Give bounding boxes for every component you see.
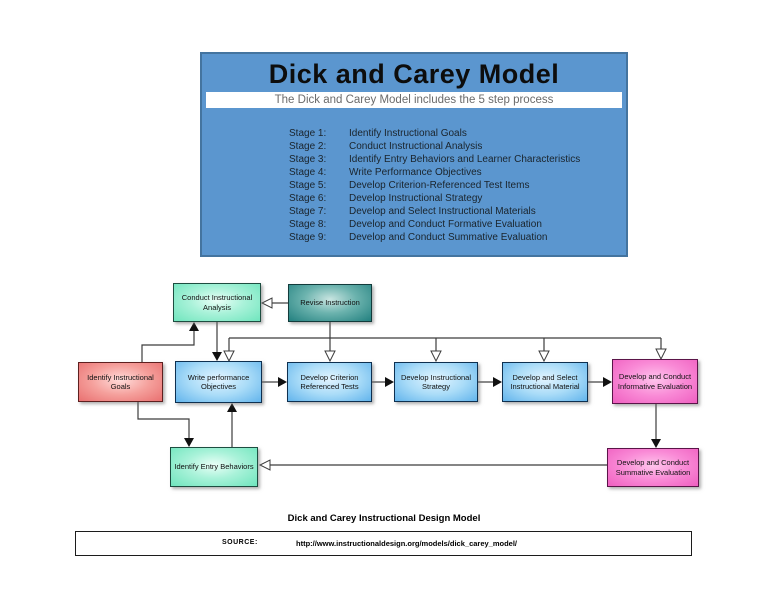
- stage-row: Stage 5:Develop Criterion-Referenced Tes…: [289, 180, 530, 191]
- diagram-caption: Dick and Carey Instructional Design Mode…: [287, 513, 481, 524]
- subtitle-bar: The Dick and Carey Model includes the 5 …: [206, 92, 622, 108]
- node-develop-and-select-instructional-material: Develop and Select Instructional Materia…: [502, 362, 588, 402]
- stage-row: Stage 9:Develop and Conduct Summative Ev…: [289, 232, 548, 243]
- source-url: http://www.instructionaldesign.org/model…: [296, 538, 518, 548]
- node-develop-criterion-referenced-tests: Develop Criterion Referenced Tests: [287, 362, 372, 402]
- stage-row: Stage 6:Develop Instructional Strategy: [289, 193, 483, 204]
- stage-list: Stage 1:Identify Instructional Goals Sta…: [289, 127, 620, 244]
- revise-distribution-line: [229, 322, 661, 339]
- stage-row: Stage 8:Develop and Conduct Formative Ev…: [289, 219, 542, 230]
- stage-row: Stage 4:Write Performance Objectives: [289, 167, 482, 178]
- model-header-panel: Dick and Carey Model The Dick and Carey …: [200, 52, 628, 257]
- node-conduct-instructional-analysis: Conduct Instructional Analysis: [173, 283, 261, 322]
- subtitle-text: The Dick and Carey Model includes the 5 …: [274, 94, 554, 106]
- arrow-criterion-to-strategy: [372, 377, 394, 387]
- arrow-revise-to-objectives: [223, 338, 235, 363]
- arrow-revise-to-informative: [655, 338, 667, 361]
- node-develop-and-conduct-informative-evaluation: Develop and Conduct Informative Evaluati…: [612, 359, 698, 404]
- stage-row: Stage 2:Conduct Instructional Analysis: [289, 141, 483, 152]
- node-write-performance-objectives: Write performance Objectives: [175, 361, 262, 403]
- arrow-goals-to-entry: [137, 402, 194, 447]
- arrow-strategy-to-select: [478, 377, 502, 387]
- node-develop-instructional-strategy: Develop Instructional Strategy: [394, 362, 478, 402]
- arrow-entry-to-objectives: [227, 403, 237, 448]
- arrow-analysis-to-objectives: [212, 322, 222, 361]
- arrow-select-to-informative: [588, 377, 612, 387]
- arrow-informative-to-summative: [651, 404, 661, 448]
- source-label: SOURCE:: [222, 539, 258, 546]
- arrow-objectives-to-criterion: [262, 377, 287, 387]
- stage-row: Stage 7:Develop and Select Instructional…: [289, 206, 536, 217]
- stage-row: Stage 3:Identify Entry Behaviors and Lea…: [289, 154, 581, 165]
- stage-row: Stage 1:Identify Instructional Goals: [289, 128, 467, 139]
- node-revise-instruction: Revise Instruction: [288, 284, 372, 322]
- page-title: Dick and Carey Model: [268, 59, 560, 89]
- arrow-revise-to-criterion: [324, 338, 336, 363]
- arrow-revise-to-analysis: [260, 297, 288, 309]
- node-identify-instructional-goals: Identify Instructional Goals: [78, 362, 163, 402]
- arrow-summative-to-entry: [258, 459, 607, 471]
- source-box: SOURCE: http://www.instructionaldesign.o…: [75, 531, 692, 556]
- arrow-revise-to-strategy: [430, 338, 442, 363]
- node-develop-and-conduct-summative-evaluation: Develop and Conduct Summative Evaluation: [607, 448, 699, 487]
- arrow-goals-to-analysis: [141, 322, 199, 362]
- arrow-revise-to-select: [538, 338, 550, 363]
- node-identify-entry-behaviors: Identify Entry Behaviors: [170, 447, 258, 487]
